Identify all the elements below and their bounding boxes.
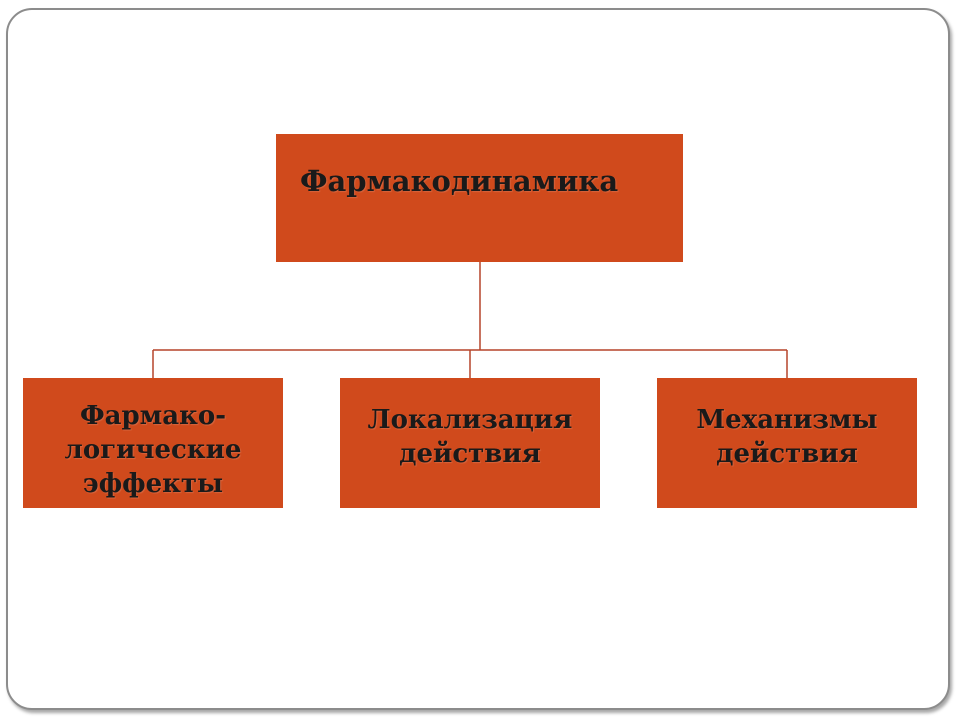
root-node-label: Фармакодинамика [300,164,619,198]
child-node-label: Механизмы действия [696,405,878,469]
root-node: Фармакодинамика [276,134,683,262]
slide-frame [6,8,950,710]
child-node-pharmacological-effects: Фармако- логические эффекты [23,378,283,508]
child-node-localization: Локализация действия [340,378,600,508]
child-node-label: Локализация действия [367,405,573,469]
child-node-label: Фармако- логические эффекты [64,401,242,499]
child-node-mechanisms: Механизмы действия [657,378,917,508]
